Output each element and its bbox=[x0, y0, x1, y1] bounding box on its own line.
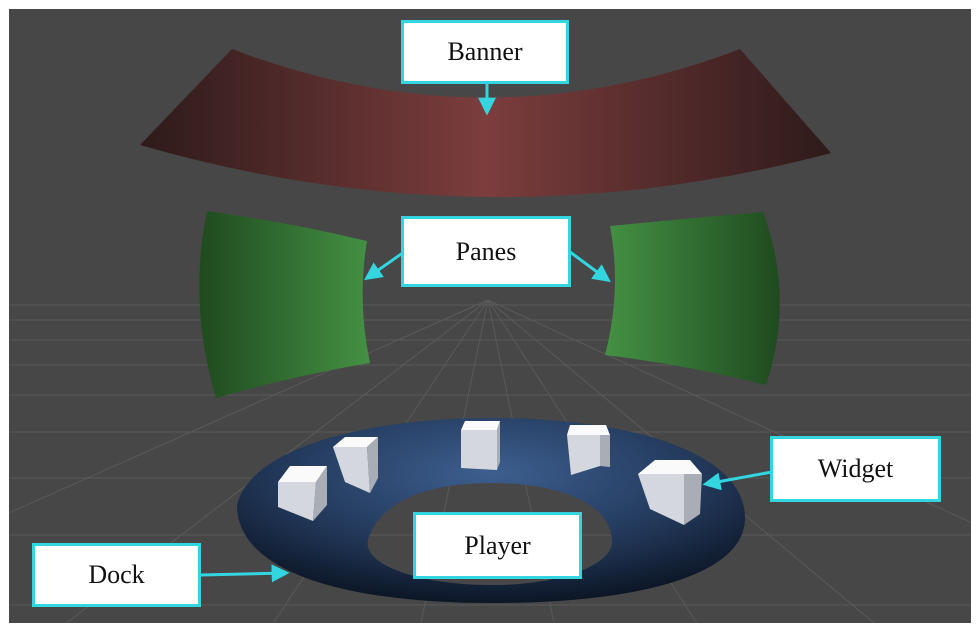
pane-left-shape bbox=[199, 211, 370, 398]
banner-label: Banner bbox=[401, 20, 569, 84]
panes-arrow-left bbox=[364, 250, 405, 281]
widget-cube bbox=[567, 425, 610, 475]
widget-cube bbox=[333, 437, 378, 493]
banner-shape bbox=[140, 49, 831, 198]
panes-label: Panes bbox=[401, 216, 571, 287]
widget-cube bbox=[278, 466, 327, 521]
widget-label: Widget bbox=[770, 436, 941, 502]
pane-right-shape bbox=[605, 212, 780, 385]
callout-arrows bbox=[200, 84, 773, 583]
dock-label: Dock bbox=[32, 543, 201, 607]
widget-cube bbox=[461, 421, 500, 470]
widget-arrow bbox=[702, 470, 773, 491]
panes-arrow-right bbox=[569, 250, 611, 283]
dock-arrow bbox=[200, 564, 290, 583]
widget-cube bbox=[638, 460, 702, 525]
player-label: Player bbox=[413, 512, 582, 579]
